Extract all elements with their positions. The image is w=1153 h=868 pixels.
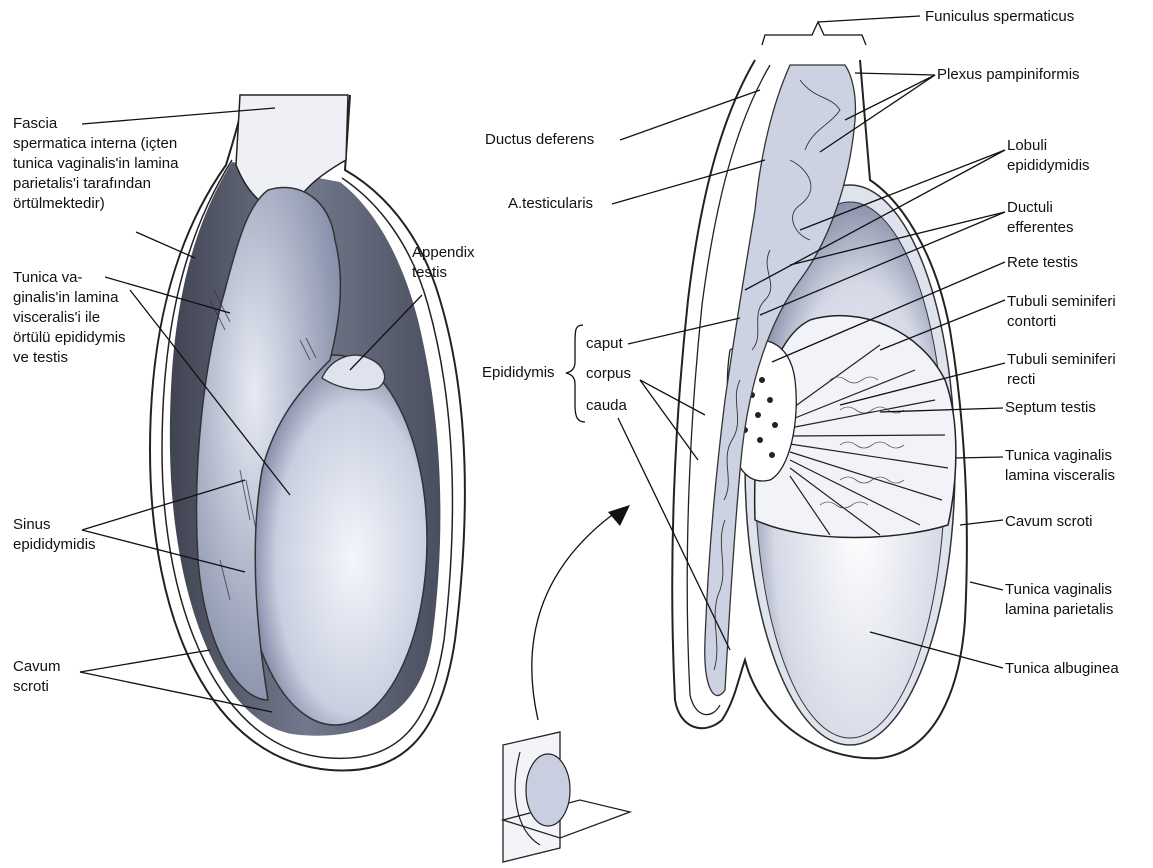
label-lobuli-epididymidis: Lobuli epididymidis bbox=[1007, 136, 1090, 176]
label-septum-testis: Septum testis bbox=[1005, 398, 1096, 418]
label-epididymis: Epididymis bbox=[482, 363, 555, 383]
label-appendix-testis: Appendix testis bbox=[412, 243, 475, 283]
orientation-inset bbox=[503, 505, 630, 862]
label-a-testicularis: A.testicularis bbox=[508, 194, 593, 214]
label-tunica-vaginalis-visceralis: Tunica va- ginalis'in lamina visceralis'… bbox=[13, 268, 126, 368]
label-ductuli-efferentes: Ductuli efferentes bbox=[1007, 198, 1073, 238]
label-cavum-scroti-left: Cavum scroti bbox=[13, 657, 61, 697]
left-specimen bbox=[150, 95, 465, 770]
label-tunica-vaginalis-lamina-visceralis: Tunica vaginalis lamina visceralis bbox=[1005, 446, 1115, 486]
label-plexus-pampiniformis: Plexus pampiniformis bbox=[937, 65, 1080, 85]
label-tubuli-recti: Tubuli seminiferi recti bbox=[1007, 350, 1116, 390]
label-cavum-scroti-right: Cavum scroti bbox=[1005, 512, 1093, 532]
label-fascia: Fascia spermatica interna (içten tunica … bbox=[13, 114, 178, 214]
label-cauda: cauda bbox=[586, 396, 627, 416]
label-tunica-vaginalis-lamina-parietalis: Tunica vaginalis lamina parietalis bbox=[1005, 580, 1113, 620]
label-tubuli-contorti: Tubuli seminiferi contorti bbox=[1007, 292, 1116, 332]
label-sinus-epididymidis: Sinus epididymidis bbox=[13, 515, 96, 555]
epididymis-brace bbox=[566, 325, 585, 422]
label-caput: caput bbox=[586, 334, 623, 354]
label-ductus-deferens: Ductus deferens bbox=[485, 130, 594, 150]
label-tunica-albuginea: Tunica albuginea bbox=[1005, 659, 1119, 679]
label-rete-testis: Rete testis bbox=[1007, 253, 1078, 273]
label-corpus: corpus bbox=[586, 364, 631, 384]
label-funiculus-spermaticus: Funiculus spermaticus bbox=[925, 7, 1074, 27]
